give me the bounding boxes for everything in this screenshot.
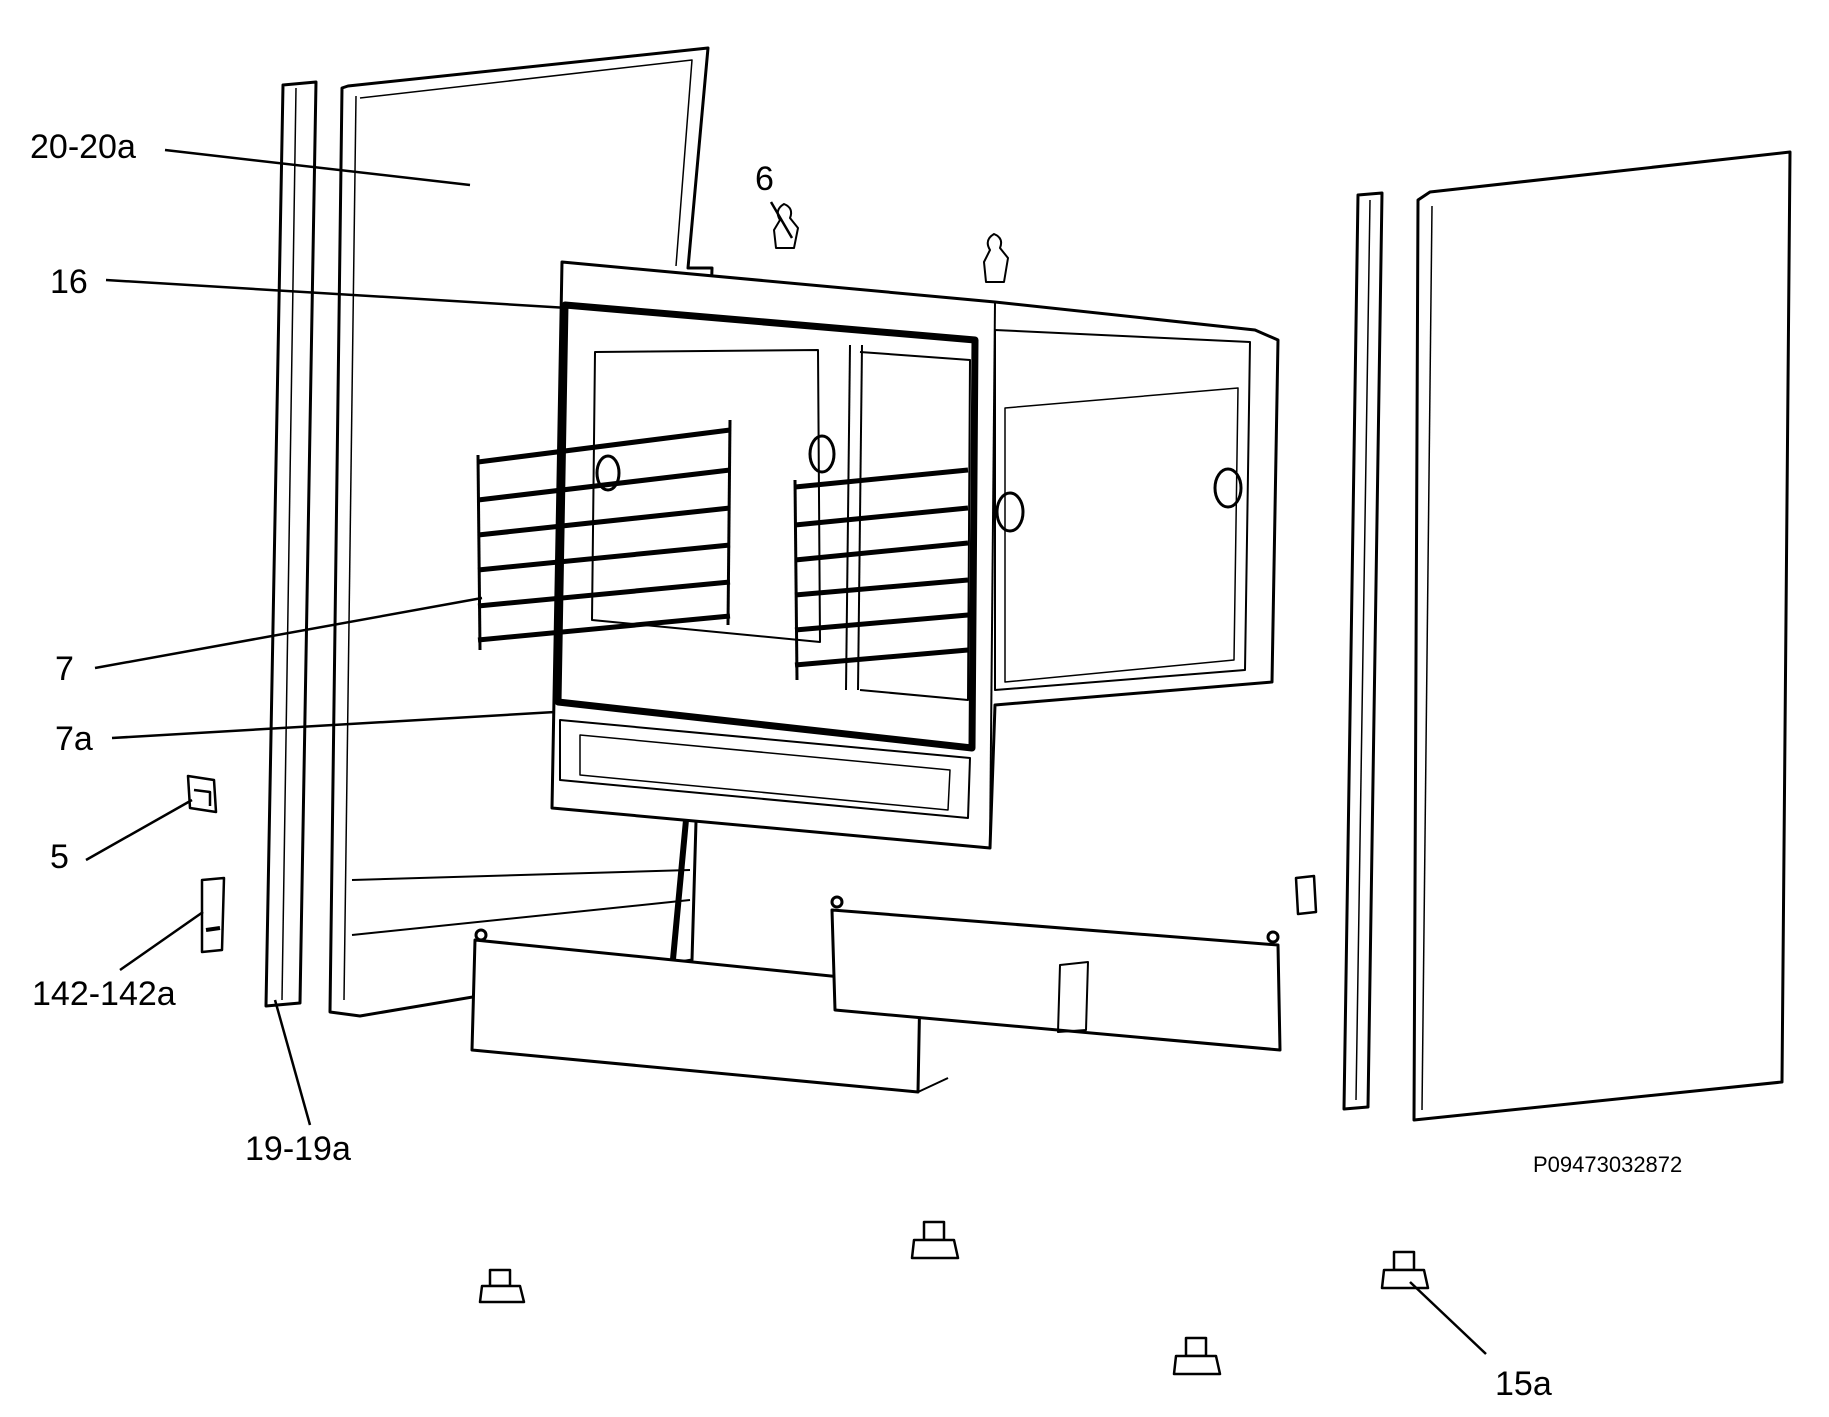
right-side-panel (1412, 150, 1792, 1122)
foot-3 (1172, 1336, 1222, 1376)
plinth-right (830, 895, 1282, 1052)
oven-cavity (550, 260, 1280, 850)
shelf-rail-right (793, 467, 969, 681)
label-15a: 15a (1495, 1365, 1552, 1403)
label-142-142a: 142-142a (32, 975, 176, 1013)
right-side-strip (1342, 191, 1384, 1111)
drawing-code: P09473032872 (1533, 1152, 1682, 1177)
label-7: 7 (55, 650, 74, 688)
label-5: 5 (50, 838, 69, 876)
bracket-5 (186, 774, 218, 814)
hinge-part-right (1294, 874, 1318, 916)
foot-1 (478, 1268, 526, 1304)
plinth-left (470, 928, 949, 1094)
hinge-part-142 (200, 876, 226, 954)
label-20-20a: 20-20a (30, 128, 136, 166)
shelf-rail-left (476, 419, 732, 651)
label-16: 16 (50, 263, 88, 301)
label-7a: 7a (55, 720, 93, 758)
foot-4 (1380, 1250, 1430, 1290)
label-19-19a: 19-19a (245, 1130, 351, 1168)
leader-lines (85, 148, 1487, 1355)
foot-2 (910, 1220, 960, 1260)
label-6: 6 (755, 160, 774, 198)
hinge-clip-right (983, 233, 1009, 283)
left-side-strip (264, 80, 318, 1008)
